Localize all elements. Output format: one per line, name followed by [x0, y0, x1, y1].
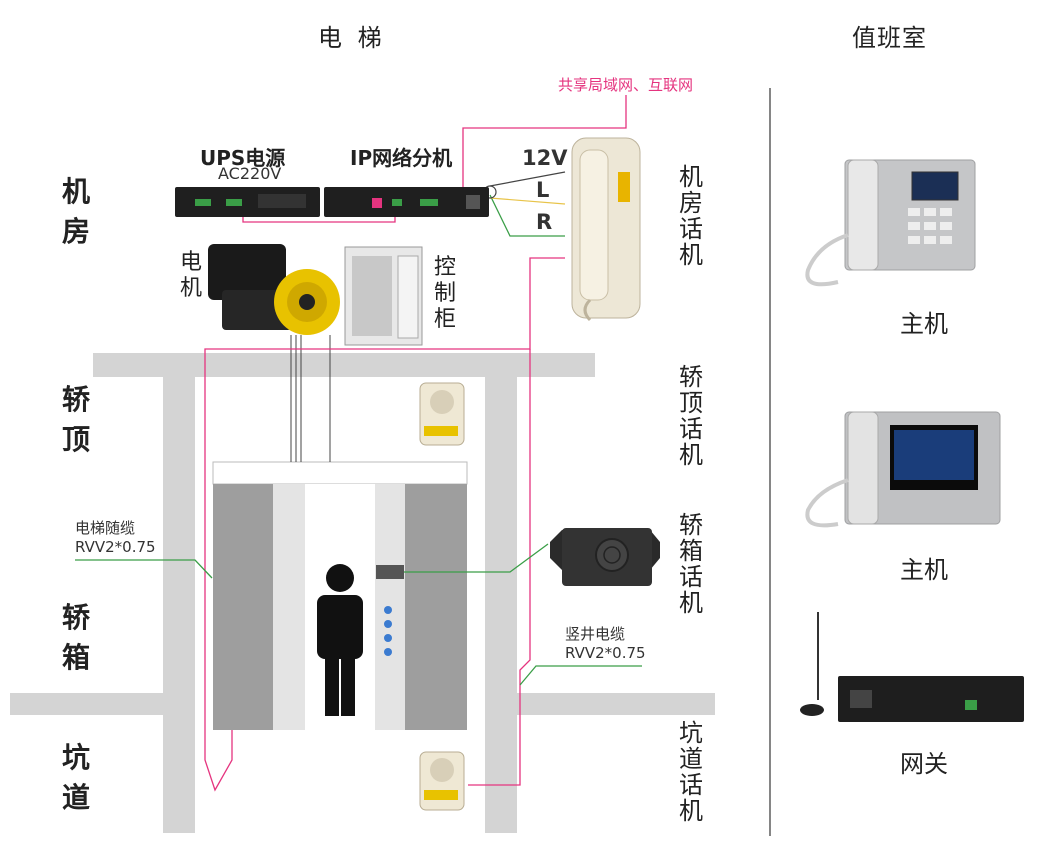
ip-unit-device	[324, 187, 489, 217]
motor-label: 电机	[179, 250, 202, 301]
pit-speaker	[419, 751, 465, 811]
hoist-ropes	[290, 335, 331, 462]
gateway-device	[800, 612, 1024, 722]
elevator-header: 电 梯	[318, 24, 386, 52]
wire-l	[489, 197, 566, 205]
zone-machine-room: 机房	[61, 175, 90, 248]
host-1-device	[805, 159, 976, 287]
machine-room-phone	[571, 137, 641, 322]
host-1-label: 主机	[900, 310, 948, 338]
signal-wires	[75, 194, 642, 686]
ip-unit-title: IP网络分机	[350, 146, 453, 170]
ups-title: UPS电源	[200, 146, 286, 170]
car-top-speaker	[419, 382, 465, 446]
control-cabinet	[344, 246, 423, 346]
wire-l-label: L	[536, 178, 550, 202]
network-note: 共享局域网、互联网	[558, 76, 694, 94]
zone-pit: 坑道	[61, 741, 90, 814]
host-2-device	[805, 411, 1001, 528]
traction-motor	[208, 244, 340, 335]
car-top-phone-label: 轿顶话机	[679, 363, 703, 469]
pit-phone-label: 坑道话机	[679, 719, 703, 825]
car-intercom-panel	[376, 565, 404, 579]
machine-room-phone-label: 机房话机	[679, 163, 703, 269]
wire-12v-label: 12V	[522, 146, 568, 170]
shaft-cable-name: 竖井电缆	[565, 625, 626, 643]
gateway-label: 网关	[900, 750, 948, 778]
car-speaker-unit	[550, 528, 660, 586]
duty-room-header: 值班室	[852, 24, 927, 52]
ups-voltage: AC220V	[218, 164, 282, 183]
ups-device	[175, 187, 320, 217]
zone-car-top: 轿顶	[61, 383, 90, 456]
wire-12v	[489, 171, 566, 187]
wire-r-label: R	[536, 210, 553, 234]
elevator-shaft	[10, 353, 715, 833]
person-icon	[317, 564, 363, 716]
shaft-cable-spec: RVV2*0.75	[565, 644, 646, 662]
control-cabinet-label: 控制柜	[433, 255, 456, 332]
travel-cable-name: 电梯随缆	[75, 519, 136, 537]
car-phone-label: 轿箱话机	[679, 511, 703, 617]
travel-cable-spec: RVV2*0.75	[75, 538, 156, 556]
car-call-buttons	[384, 606, 392, 656]
host-2-label: 主机	[900, 556, 948, 584]
zone-car: 轿箱	[61, 601, 90, 674]
